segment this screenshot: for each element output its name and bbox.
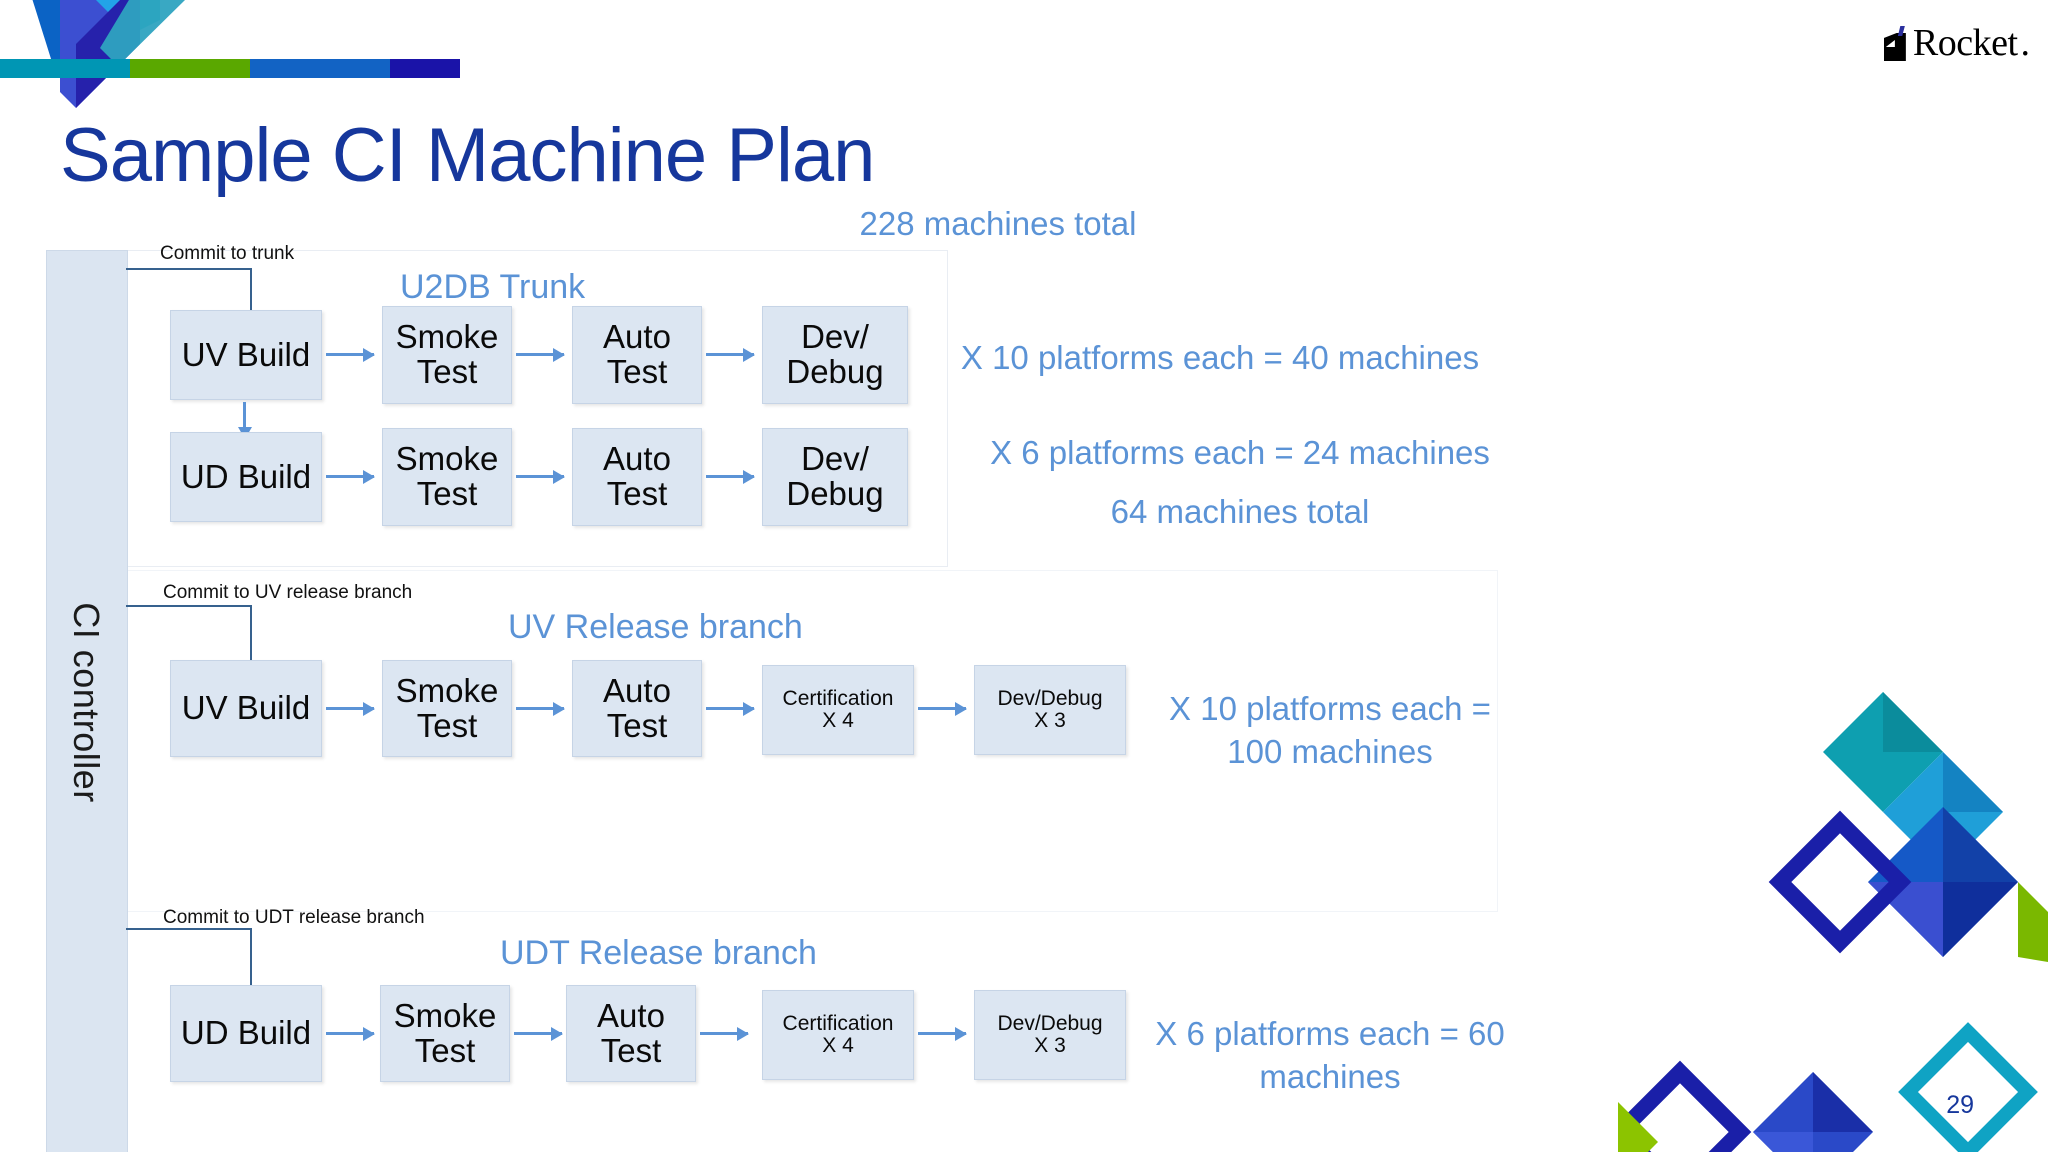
note-total-machines: 228 machines total (859, 205, 1137, 242)
node-dev-debug-udt-release[interactable]: Dev/Debug X 3 (974, 990, 1126, 1080)
brand-color-bar (0, 59, 600, 78)
connector-udt-release (126, 928, 252, 1014)
arrow-udbuild-to-smoke-2 (326, 475, 374, 478)
note-row-udt-release: X 6 platforms each = 60 machines (1155, 1015, 1505, 1095)
node-ud-build-trunk[interactable]: UD Build (170, 432, 322, 522)
arrow-auto-to-cert-4 (700, 1032, 748, 1035)
note-row-trunk-ud-subtotal: 64 machines total (1110, 493, 1370, 530)
arrow-cert-to-dev-3 (918, 707, 966, 710)
node-dev-debug-trunk-ud[interactable]: Dev/ Debug (762, 428, 908, 526)
node-certification-udt-release[interactable]: Certification X 4 (762, 990, 914, 1080)
ci-controller-label: CI controller (66, 602, 107, 803)
node-smoke-test-udt-release[interactable]: Smoke Test (380, 985, 510, 1082)
note-row-trunk-ud: X 6 platforms each = 24 machines (990, 434, 1490, 471)
node-smoke-test-uv-release[interactable]: Smoke Test (382, 660, 512, 757)
arrow-auto-to-dev-2 (706, 475, 754, 478)
node-dev-debug-trunk[interactable]: Dev/ Debug (762, 306, 908, 404)
node-certification-uv-release[interactable]: Certification X 4 (762, 665, 914, 755)
arrow-smoke-to-auto-3 (516, 707, 564, 710)
arrow-smoke-to-auto-2 (516, 475, 564, 478)
arrow-smoke-to-auto-4 (514, 1032, 562, 1035)
page-title: Sample CI Machine Plan (60, 113, 875, 198)
arrow-smoke-to-auto-1 (516, 353, 564, 356)
node-auto-test-udt-release[interactable]: Auto Test (566, 985, 696, 1082)
note-row-trunk-uv: X 10 platforms each = 40 machines (960, 339, 1480, 376)
corner-decoration (0, 0, 260, 110)
arrow-auto-to-dev-1 (706, 353, 754, 356)
branch-label-udt-release: UDT Release branch (500, 934, 817, 972)
node-auto-test-uv-release[interactable]: Auto Test (572, 660, 702, 757)
node-smoke-test-trunk-ud[interactable]: Smoke Test (382, 428, 512, 526)
commit-label-udt-release: Commit to UDT release branch (163, 907, 425, 928)
commit-label-uv-release: Commit to UV release branch (163, 582, 413, 603)
node-uv-build-release[interactable]: UV Build (170, 660, 322, 757)
arrow-auto-to-cert-3 (706, 707, 754, 710)
connector-uv-release (126, 605, 252, 691)
node-dev-debug-uv-release[interactable]: Dev/Debug X 3 (974, 665, 1126, 755)
node-auto-test-trunk[interactable]: Auto Test (572, 306, 702, 404)
ci-controller-bar[interactable] (46, 250, 128, 1152)
chevron-logo-icon (32, 0, 185, 108)
node-smoke-test-trunk[interactable]: Smoke Test (382, 306, 512, 404)
connector-trunk (126, 268, 252, 334)
page-number: 29 (1946, 1091, 1974, 1119)
branch-label-u2db-trunk: U2DB Trunk (400, 268, 586, 306)
node-uv-build-trunk[interactable]: UV Build (170, 310, 322, 400)
rocket-logo-dot: . (2020, 22, 2031, 64)
arrow-uvbuild-to-udbuild (243, 402, 246, 438)
note-row-uv-release: X 10 platforms each = 100 machines (1169, 690, 1491, 770)
arrow-udbuild-to-smoke-4 (326, 1032, 374, 1035)
arrow-uvbuild-to-smoke-1 (326, 353, 374, 356)
commit-label-trunk: Commit to trunk (160, 243, 295, 264)
rocket-logo: Rocket . (1883, 22, 2031, 64)
branch-label-uv-release: UV Release branch (508, 608, 803, 646)
rocket-logo-text: Rocket (1912, 22, 2018, 64)
node-ud-build-udt-release[interactable]: UD Build (170, 985, 322, 1082)
arrow-uvbuild-to-smoke-3 (326, 707, 374, 710)
node-auto-test-trunk-ud[interactable]: Auto Test (572, 428, 702, 526)
arrow-cert-to-dev-4 (918, 1032, 966, 1035)
rocket-logo-mark-icon (1883, 25, 1910, 61)
